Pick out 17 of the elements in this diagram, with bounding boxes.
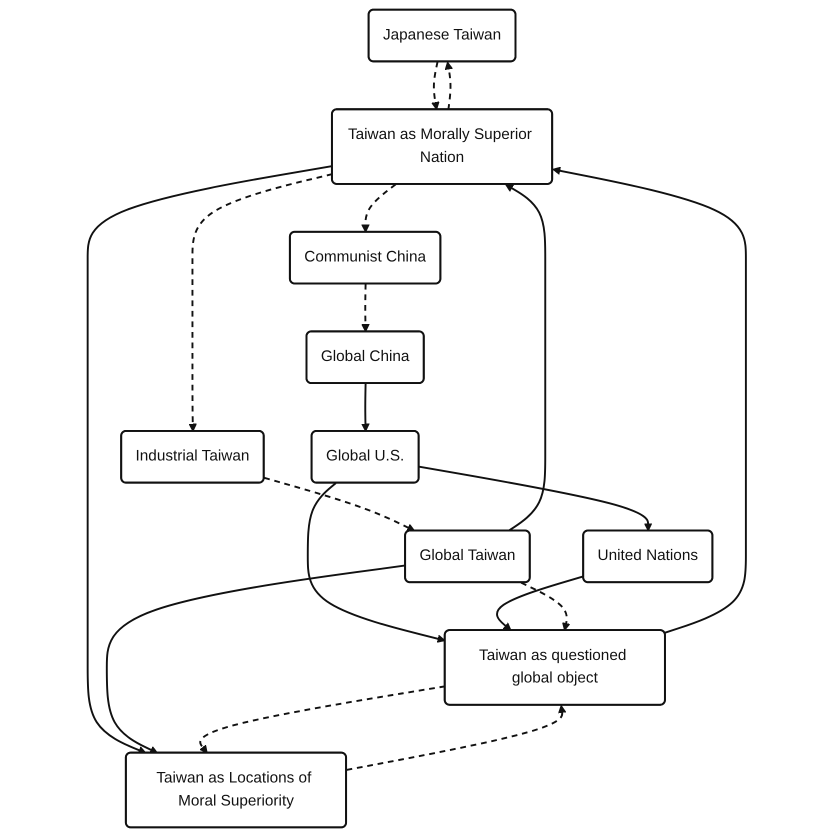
arrow xyxy=(505,184,546,532)
arrow xyxy=(431,62,440,110)
arrow xyxy=(188,173,333,432)
arrow xyxy=(444,61,454,110)
arrow xyxy=(552,166,748,634)
arrow xyxy=(86,165,333,754)
arrow xyxy=(264,476,416,532)
arrow xyxy=(106,564,406,754)
arrow xyxy=(361,284,370,332)
arrow xyxy=(199,685,446,754)
arrow xyxy=(496,575,584,631)
arrow xyxy=(307,482,446,643)
arrow xyxy=(346,704,567,771)
arrow xyxy=(520,582,571,631)
arrow xyxy=(361,184,396,233)
arrow xyxy=(419,466,653,532)
arrow xyxy=(361,384,370,432)
